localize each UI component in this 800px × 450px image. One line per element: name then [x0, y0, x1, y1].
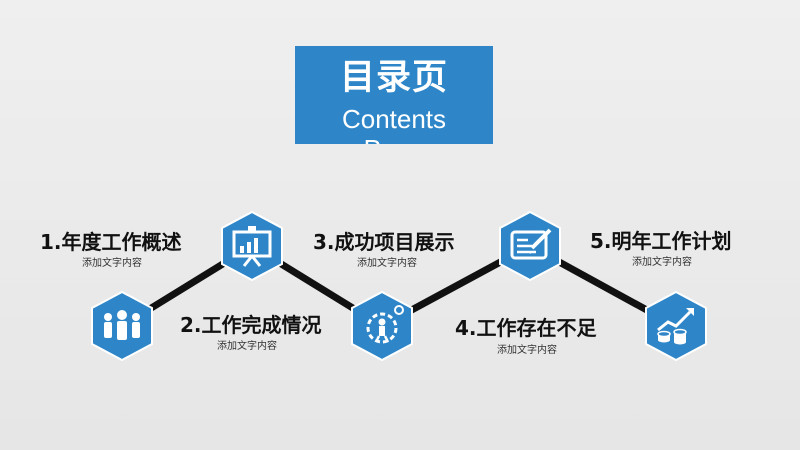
- item-3-subtitle: 添加文字内容: [357, 258, 417, 269]
- growth-chart-coins-icon: [645, 290, 707, 362]
- item-2-title: 2.工作完成情况: [180, 313, 322, 337]
- page-subtitle: Contents Page: [341, 104, 447, 144]
- presentation-board-icon: [221, 210, 283, 282]
- item-5-subtitle: 添加文字内容: [632, 257, 692, 268]
- item-1-subtitle: 添加文字内容: [82, 258, 142, 269]
- title-banner: 目录页 Contents Page: [295, 46, 493, 144]
- item-5-title: 5.明年工作计划: [590, 229, 732, 253]
- gear-person-icon: [351, 290, 413, 362]
- item-2-subtitle: 添加文字内容: [217, 341, 277, 352]
- item-4-subtitle: 添加文字内容: [497, 345, 557, 356]
- page-title: 目录页: [339, 58, 448, 98]
- item-4-title: 4.工作存在不足: [455, 316, 597, 340]
- document-pen-icon: [499, 210, 561, 282]
- team-people-icon: [91, 290, 153, 362]
- item-3-title: 3.成功项目展示: [313, 230, 455, 254]
- item-1-title: 1.年度工作概述: [40, 230, 182, 254]
